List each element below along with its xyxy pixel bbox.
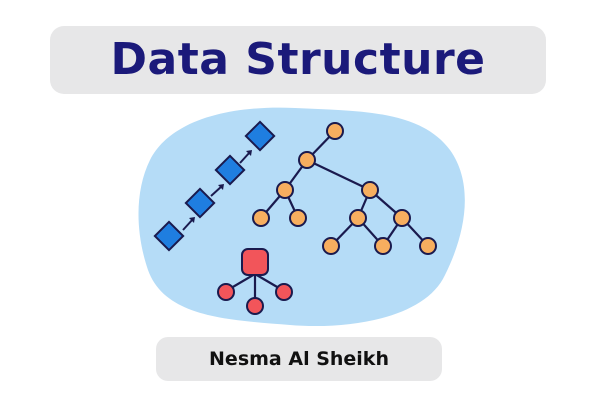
list-node-2 xyxy=(184,187,216,219)
tree-node xyxy=(393,209,411,227)
tree-node xyxy=(252,209,270,227)
hierarchy-child-node xyxy=(275,283,293,301)
tree-node xyxy=(419,237,437,255)
hierarchy-root-node xyxy=(241,248,269,276)
tree-node xyxy=(349,209,367,227)
tree-node xyxy=(326,122,344,140)
tree-icon xyxy=(252,122,437,255)
hierarchy-child-node xyxy=(217,283,235,301)
page-title: Data Structure xyxy=(110,34,486,85)
list-node-3 xyxy=(214,154,246,186)
tree-node xyxy=(322,237,340,255)
tree-node xyxy=(276,181,294,199)
hierarchy-icon xyxy=(217,248,293,315)
tree-node xyxy=(361,181,379,199)
tree-node xyxy=(289,209,307,227)
author-name: Nesma Al Sheikh xyxy=(209,347,389,370)
list-node-1 xyxy=(153,220,185,252)
title-banner: Data Structure xyxy=(50,26,546,94)
linked-list-icon xyxy=(153,120,276,252)
tree-node xyxy=(374,237,392,255)
hierarchy-child-node xyxy=(246,297,264,315)
author-badge: Nesma Al Sheikh xyxy=(156,337,442,381)
tree-node xyxy=(298,151,316,169)
list-node-4 xyxy=(244,120,276,152)
